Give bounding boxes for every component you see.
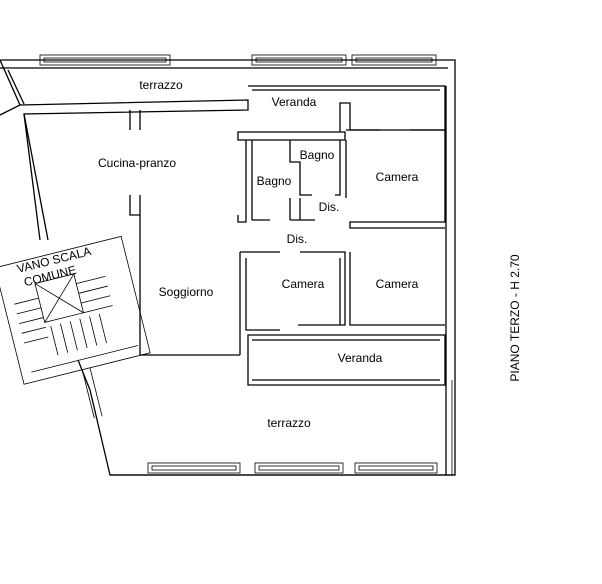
room-label-disimpegno: Dis. bbox=[286, 232, 308, 246]
room-label-bagno: Bagno bbox=[299, 148, 335, 162]
room-label-veranda-bottom: Veranda bbox=[337, 351, 383, 365]
room-label-disimpegno: Dis. bbox=[318, 200, 340, 214]
room-label-veranda-top: Veranda bbox=[271, 95, 317, 109]
floor-label: PIANO TERZO - H 2.70 bbox=[508, 254, 522, 382]
room-label-camera: Camera bbox=[281, 277, 325, 291]
room-label-terrazzo-top: terrazzo bbox=[139, 78, 183, 92]
room-label-terrazzo-bottom: terrazzo bbox=[267, 416, 311, 430]
room-label-camera: Camera bbox=[375, 170, 419, 184]
room-label-soggiorno: Soggiorno bbox=[158, 285, 214, 299]
room-label-bagno: Bagno bbox=[256, 174, 292, 188]
room-label-camera: Camera bbox=[375, 277, 419, 291]
room-label-cucina-pranzo: Cucina-pranzo bbox=[97, 156, 177, 170]
